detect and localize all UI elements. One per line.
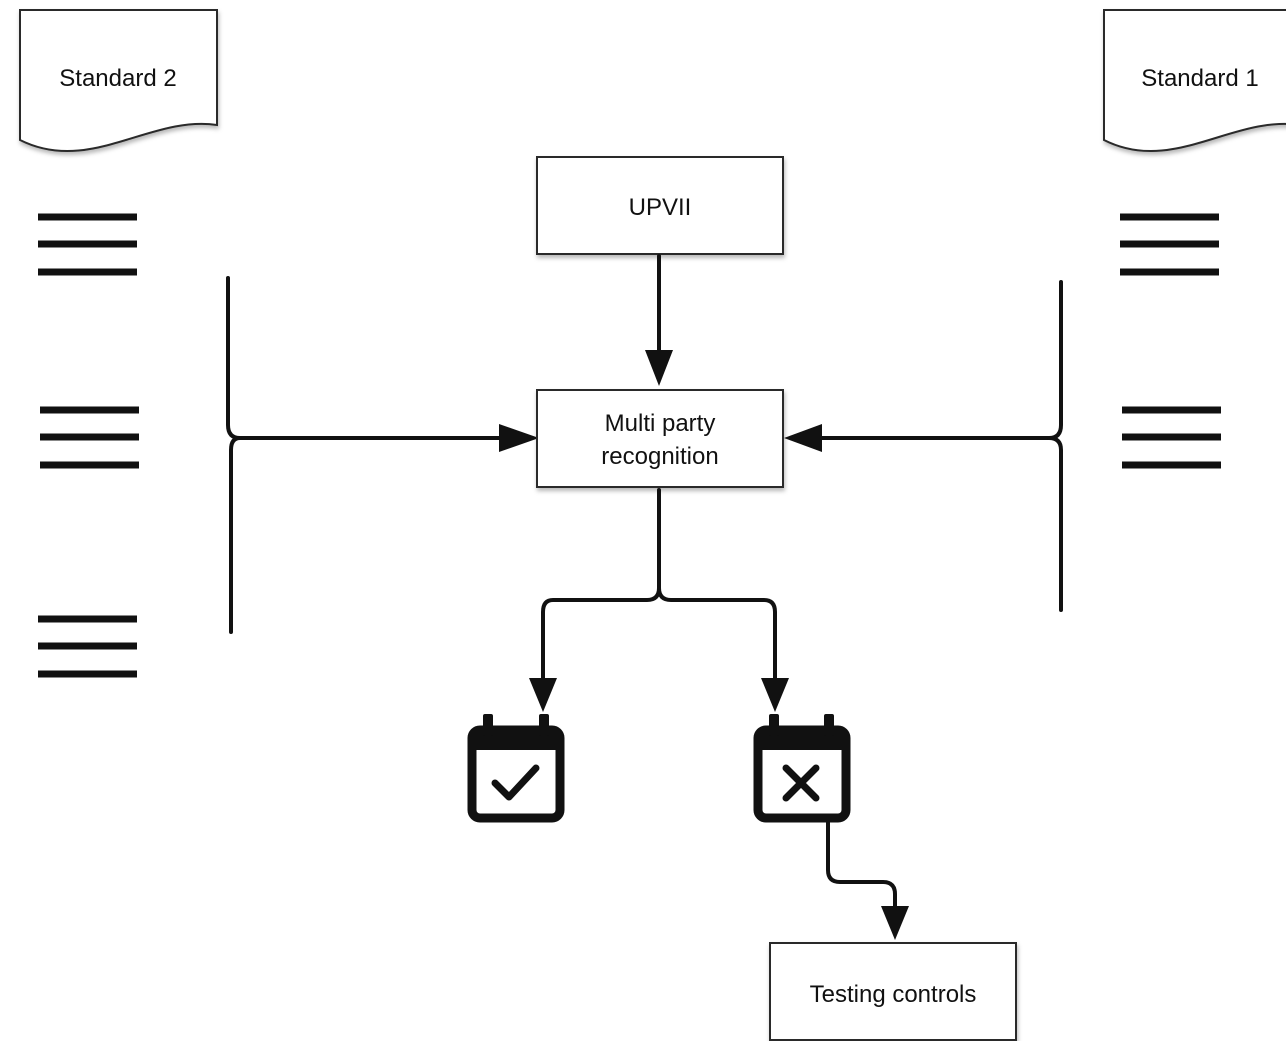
arrow-head-down	[881, 906, 909, 940]
list-lines-icon	[38, 615, 137, 678]
calendar-check-icon	[467, 714, 565, 823]
left-brace-connector	[226, 276, 539, 634]
arrow-head-right	[499, 424, 539, 452]
upvii-box: UPVII	[536, 156, 784, 255]
upvii-to-recognition-connector	[645, 254, 673, 386]
list-lines-icon	[1120, 213, 1219, 276]
testing-controls-label: Testing controls	[810, 981, 977, 1008]
recognition-label-line-2: recognition	[601, 443, 718, 470]
recognition-box: Multi party recognition	[536, 389, 784, 488]
document-standard-2-label: Standard 2	[59, 65, 176, 92]
upvii-label: UPVII	[629, 194, 692, 221]
right-brace-connector	[784, 280, 1063, 612]
list-lines-icon	[40, 406, 139, 469]
outcome-split-connector	[529, 488, 789, 712]
document-standard-1-label: Standard 1	[1141, 65, 1258, 92]
arrow-head-down	[761, 678, 789, 712]
calendar-x-icon	[753, 714, 851, 823]
arrow-head-down	[529, 678, 557, 712]
document-standard-2: Standard 2	[19, 9, 218, 153]
arrow-head-left	[784, 424, 822, 452]
recognition-label-line-1: Multi party	[605, 410, 716, 437]
rejected-to-testing-connector	[826, 820, 909, 940]
list-lines-icon	[1122, 406, 1221, 469]
list-lines-icon	[38, 213, 137, 276]
arrow-head-down	[645, 350, 673, 386]
testing-controls-box: Testing controls	[769, 942, 1017, 1041]
document-standard-1: Standard 1	[1103, 9, 1286, 153]
